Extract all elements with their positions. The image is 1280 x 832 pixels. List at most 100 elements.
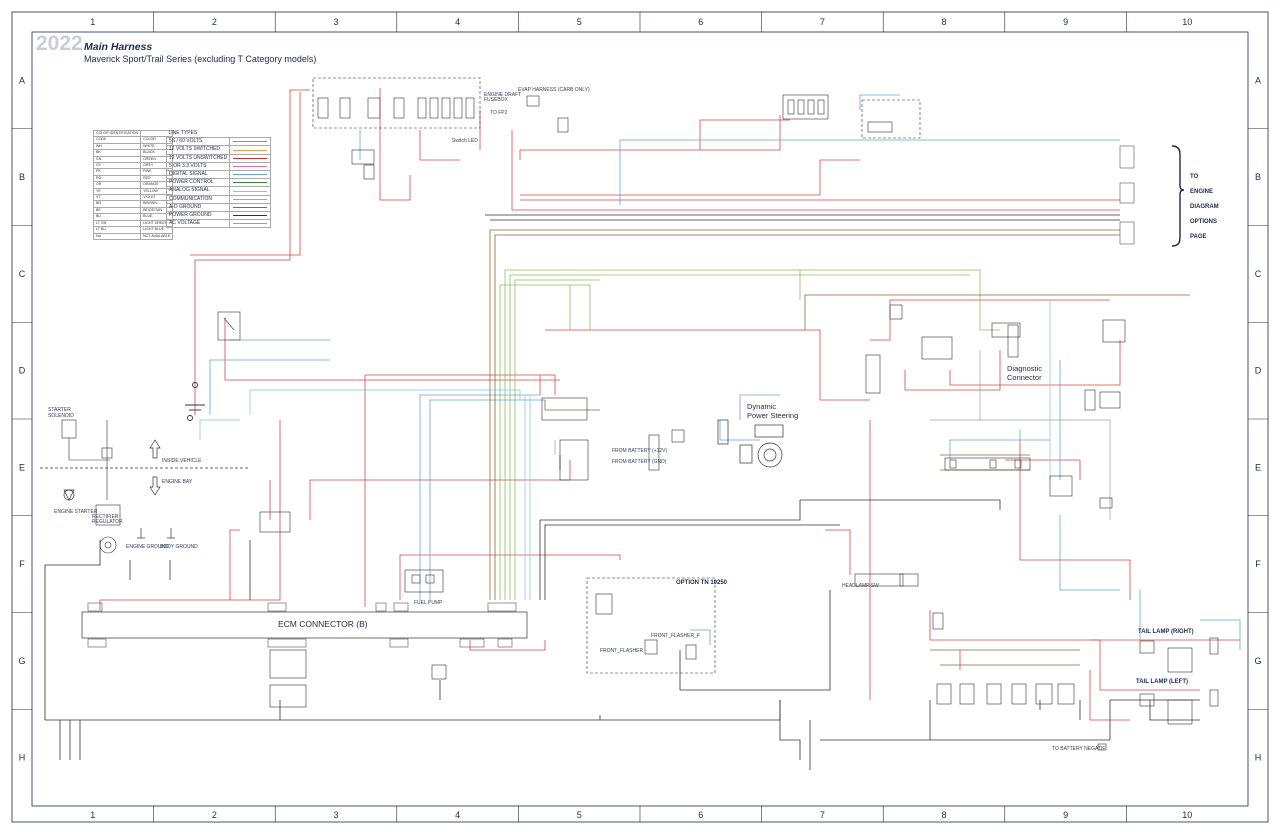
color-table-header: COLOR IDENTIFICATION	[92, 129, 174, 138]
line-type-label: 5 OR 3.3 VOLTS	[165, 161, 231, 172]
body-ground-label: BODY GROUND	[160, 544, 198, 550]
grid-row-ticks	[12, 128, 1268, 710]
grid-col-label-bottom: 1	[90, 810, 95, 820]
engine-starter-motor	[63, 489, 75, 501]
grid-row-label-left: F	[19, 559, 25, 569]
grid-col-label-bottom: 3	[333, 810, 338, 820]
grid-col-label-bottom: 9	[1063, 810, 1068, 820]
line-type-label: POWER CONTROL	[165, 178, 231, 188]
lamp-connectors	[932, 612, 1075, 705]
fuel-pump	[404, 569, 444, 593]
switch-led-connector	[351, 149, 375, 180]
line-type-swatch	[229, 202, 272, 213]
line-type-row: AC VOLTAGE	[165, 219, 272, 229]
option-label: OPTION TN 10250	[676, 580, 728, 586]
line-type-row: POWER CONTROL	[165, 178, 272, 188]
front-flasher-label-2: FRONT_FLASHER	[600, 648, 644, 654]
relay-right	[1084, 319, 1126, 411]
fuse-starter	[101, 420, 113, 500]
line-type-row: A-D GROUND	[165, 202, 272, 213]
dps-relays	[921, 322, 1021, 360]
engine-fusebox-label-1: ENGINE DRAFT	[484, 92, 522, 98]
grid-col-label-top: 10	[1182, 17, 1192, 27]
line-type-row: 5S / 60 VOLTS	[165, 137, 272, 147]
headlamp-label: HEADLAMP SW	[842, 583, 879, 589]
grid-row-label-left: D	[19, 366, 26, 376]
tail-lamp-right-label: TAIL LAMP (RIGHT)	[1138, 629, 1194, 635]
evap-label: EVAP HARNESS (CARB ONLY)	[518, 87, 590, 93]
tail-lamp-left-label: TAIL LAMP (LEFT)	[1136, 679, 1188, 685]
inside-vehicle-label: INSIDE VEHICLE	[162, 458, 202, 464]
from-battery-plus-label: FROM BATTERY (+12V)	[612, 448, 668, 454]
regulator-label: REGULATOR	[92, 519, 123, 525]
grid-col-label-bottom: 4	[455, 810, 460, 820]
grid-row-label-left: G	[18, 656, 25, 666]
grid-row-label-left: H	[19, 753, 26, 763]
line-type-label: 12 VOLTS UNSWITCHED	[165, 153, 231, 163]
diagnostic-connector-pins	[1007, 324, 1019, 358]
diagram-subtitle: Maverick Sport/Trail Series (excluding T…	[84, 54, 317, 64]
engine-bay-arrows	[40, 439, 250, 496]
tail-lamp-right	[1139, 637, 1219, 673]
grid-row-label-right: G	[1254, 656, 1261, 666]
line-type-row: POWER GROUND	[165, 211, 272, 221]
year-label: 2022	[36, 32, 83, 55]
grid-col-label-top: 8	[941, 17, 946, 27]
grid-row-label-right: E	[1255, 462, 1261, 472]
line-type-swatch	[229, 178, 272, 188]
battery-input-block	[648, 429, 685, 471]
to-fp2-label: TO FP2	[490, 110, 508, 116]
grid-column-ticks	[153, 12, 1127, 822]
to-engine-brace	[1171, 145, 1185, 247]
engine-ground-label: ENGINE GROUND	[126, 544, 169, 550]
grid-row-label-right: B	[1255, 172, 1261, 182]
engine-fusebox	[312, 77, 481, 129]
grid-row-label-left: B	[19, 172, 25, 182]
line-type-swatch	[229, 194, 272, 204]
line-type-swatch	[229, 170, 272, 180]
battery-symbol	[185, 382, 205, 421]
tail-lamp-left	[1139, 689, 1219, 725]
starter-solenoid	[61, 419, 110, 461]
sensor-connector-ecm	[259, 511, 447, 708]
starter-solenoid-label-1: STARTER	[48, 407, 71, 413]
line-type-label: A-D GROUND	[165, 202, 231, 213]
dps-motor	[717, 419, 784, 468]
tps-connector	[865, 304, 903, 394]
grid-col-label-top: 1	[90, 17, 95, 27]
line-type-label: 5S / 60 VOLTS	[165, 137, 231, 147]
line-type-row: 12 VOLTS SWITCHED	[165, 145, 272, 155]
dps-label-line1: Dynamic	[747, 402, 777, 411]
line-types-header: LINE TYPES	[168, 130, 198, 136]
rectifier-regulator	[95, 504, 121, 554]
dps-label-line2: Power Steering	[747, 411, 799, 420]
grid-col-label-top: 3	[333, 17, 338, 27]
line-type-swatch	[229, 186, 272, 196]
grid-row-label-right: C	[1255, 269, 1262, 279]
starter-solenoid-label-2: SOLENOID	[48, 413, 74, 419]
battery-negative-terminal	[1097, 743, 1107, 751]
from-battery-gnd-label: FROM BATTERY (GND)	[612, 459, 667, 465]
wires-grey	[554, 350, 1111, 520]
ecm-connector-block	[81, 611, 528, 639]
wires-signal-blue	[209, 94, 1241, 650]
rectifier-label: RECTIFIER	[92, 514, 119, 520]
line-type-swatch	[229, 161, 272, 172]
net-block	[861, 99, 921, 139]
engine-fusebox-label-2: FUSEBOX	[484, 97, 508, 103]
line-type-label: 12 VOLTS SWITCHED	[165, 145, 231, 155]
line-type-swatch	[229, 219, 272, 229]
line-type-swatch	[229, 137, 272, 147]
to-engine-options-label: TO ENGINE DIAGRAM OPTIONS PAGE	[1190, 174, 1219, 240]
grid-row-label-right: A	[1255, 75, 1261, 85]
line-type-row: 12 VOLTS UNSWITCHED	[165, 153, 272, 163]
